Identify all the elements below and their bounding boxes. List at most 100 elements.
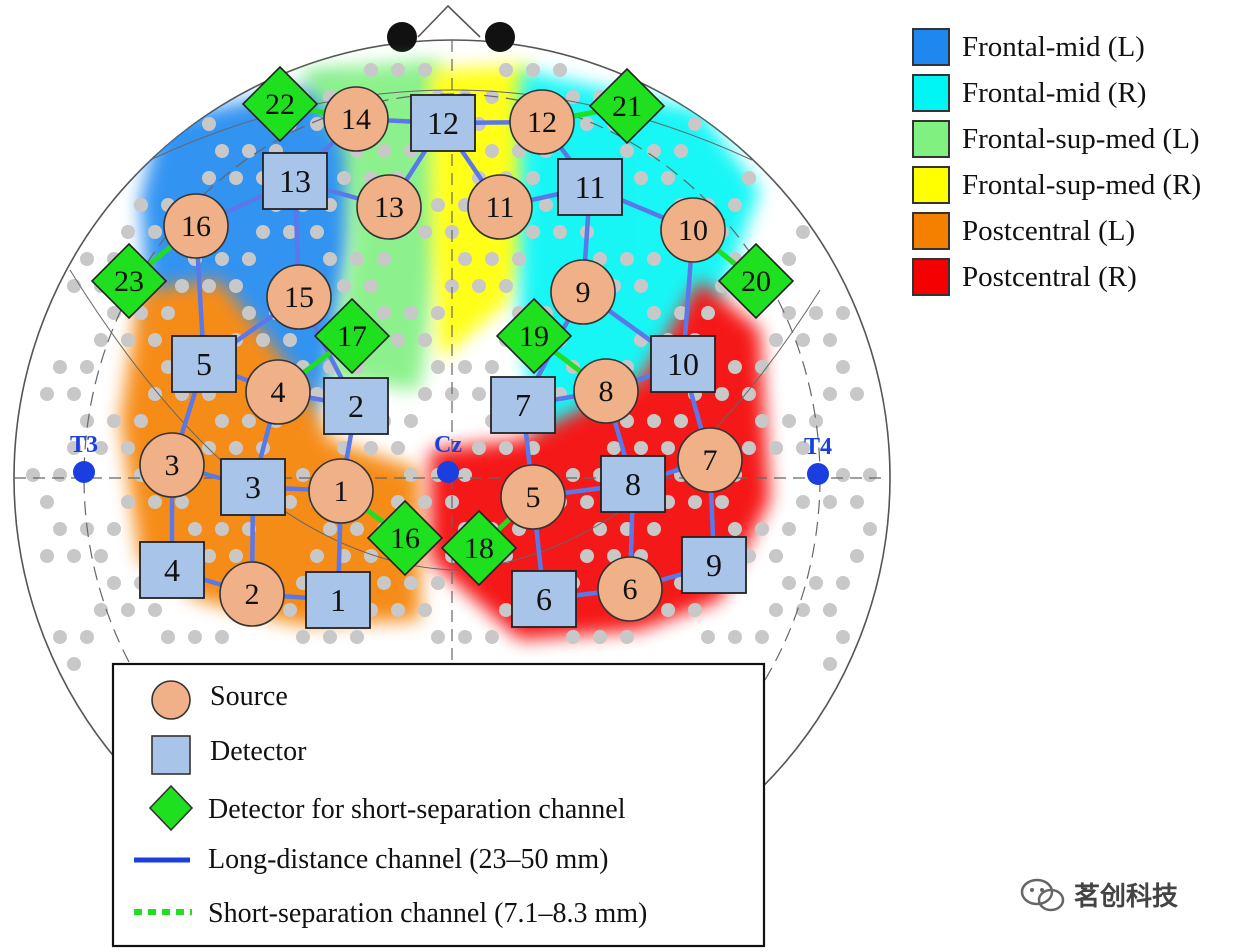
grid-dot [350,252,364,266]
grid-dot [526,63,540,77]
grid-dot [620,144,634,158]
detector: 8 [600,455,666,513]
grid-dot [188,630,202,644]
grid-dot [458,630,472,644]
grid-dot [148,387,162,401]
grid-dot [607,441,621,455]
short-detector-label: 22 [265,88,295,121]
grid-dot [553,225,567,239]
detector: 13 [262,152,328,210]
short-detector-label: 17 [337,320,367,353]
grid-dot [796,603,810,617]
grid-dot [458,360,472,374]
detector-square [305,571,371,629]
grid-dot [526,171,540,185]
source-circle [500,464,566,530]
grid-dot [863,468,877,482]
grid-dot [445,387,459,401]
grid-dot [823,387,837,401]
detector-square [681,536,747,594]
grid-dot [485,144,499,158]
short-detector: 22 [241,65,319,143]
grid-dot [53,630,67,644]
source-label: 13 [374,191,404,224]
grid-dot [769,603,783,617]
grid-dot [256,225,270,239]
grid-dot [94,333,108,347]
grid-dot [391,333,405,347]
detector-label: 5 [196,346,212,382]
grid-dot [647,522,661,536]
grid-dot [310,225,324,239]
grid-dot [634,279,648,293]
source: 1 [308,458,374,524]
legend-short-channel-label: Short-separation channel (7.1–8.3 mm) [208,898,647,929]
grid-dot [377,576,391,590]
grid-dot [742,441,756,455]
grid-dot [364,441,378,455]
short-detector-diamond [90,242,168,320]
grid-dot [728,198,742,212]
grid-dot [634,171,648,185]
grid-dot [67,279,81,293]
grid-dot [323,630,337,644]
source: 9 [550,259,616,325]
grid-dot [202,441,216,455]
source-circle [245,359,311,425]
source-circle [660,197,726,263]
region-label: Postcentral (L) [962,214,1136,247]
grid-dot [67,441,81,455]
grid-dot [539,198,553,212]
grid-dot [80,630,94,644]
grid-dot [715,387,729,401]
grid-dot [715,495,729,509]
grid-dot [175,495,189,509]
region-label: Frontal-sup-med (L) [962,122,1200,155]
detector-label: 10 [667,346,699,382]
grid-dot [188,522,202,536]
grid-dot [215,630,229,644]
short-detector-diamond [313,297,391,375]
landmark-t3-label: T3 [70,432,98,458]
detector-label: 12 [427,105,459,141]
grid-dot [512,252,526,266]
grid-dot [823,603,837,617]
detector: 3 [220,458,286,516]
detector-label: 7 [515,387,531,423]
watermark-text: 茗创科技 [1074,882,1179,912]
source-label: 9 [576,276,591,309]
grid-dot [823,657,837,671]
grid-dot [701,306,715,320]
region-legend-item: Frontal-sup-med (R) [912,162,1201,208]
grid-dot [121,441,135,455]
grid-dot [823,333,837,347]
detector-label: 3 [245,469,261,505]
grid-dot [458,468,472,482]
short-detector-diamond [440,509,518,587]
grid-dot [107,576,121,590]
detector-square [262,152,328,210]
short-detector: 20 [717,242,795,320]
source: 6 [597,556,663,622]
grid-dot [107,522,121,536]
grid-dot [755,360,769,374]
grid-dot [283,495,297,509]
detector: 6 [511,570,577,628]
grid-dot [310,117,324,131]
grid-dot [485,90,499,104]
grid-dot [134,198,148,212]
source-label: 4 [271,376,286,409]
grid-dot [796,333,810,347]
grid-dot [67,549,81,563]
grid-dot [40,495,54,509]
grid-dot [404,468,418,482]
grid-dot [229,549,243,563]
grid-dot [391,603,405,617]
grid-dot [620,630,634,644]
grid-dot [769,441,783,455]
source-label: 8 [599,375,614,408]
grid-dot [148,333,162,347]
grid-dot [323,252,337,266]
detector: 1 [305,571,371,629]
